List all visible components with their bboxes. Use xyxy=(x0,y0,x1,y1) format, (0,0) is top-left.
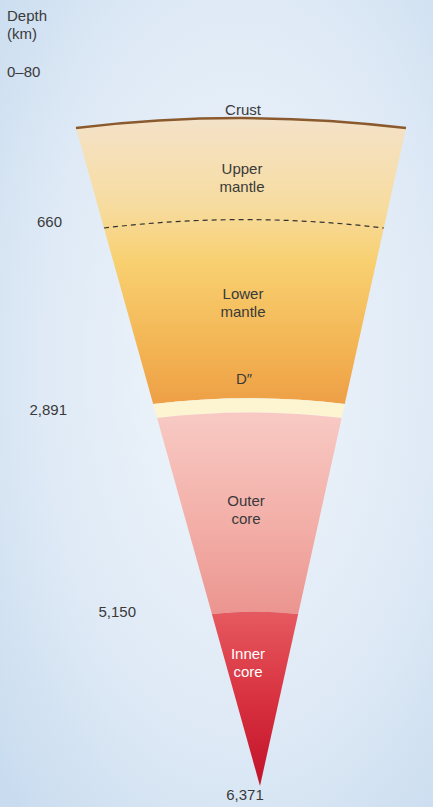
d-double-prime-band-label: D″ xyxy=(231,368,258,390)
depth-value: 2,891 xyxy=(29,401,67,419)
outer-core-band: Outer core xyxy=(222,490,270,530)
layer-name: Outer core xyxy=(227,492,265,528)
depth-value: 0–80 xyxy=(7,63,40,81)
outer-core-region xyxy=(157,412,342,614)
depth-value: 6,371 xyxy=(226,786,264,804)
lower-mantle-band: Lower mantle xyxy=(215,283,271,323)
crust-label-band: Crust xyxy=(220,99,266,121)
axis-title: Depth (km) xyxy=(7,7,47,43)
crust-line xyxy=(76,118,406,128)
transition-zone-line xyxy=(104,220,384,228)
layer-name: Upper mantle xyxy=(219,160,264,196)
inner-core-region xyxy=(212,611,298,786)
inner-core-band: Inner core xyxy=(226,643,271,683)
layer-name: Crust xyxy=(225,101,261,119)
depth-value: 5,150 xyxy=(98,603,136,621)
layer-name: Inner core xyxy=(231,645,265,681)
layer-name: D″ xyxy=(236,370,252,388)
layer-name: Lower mantle xyxy=(220,285,265,321)
upper-mantle-band: Upper mantle xyxy=(214,158,270,198)
depth-value: 660 xyxy=(37,213,62,231)
mantle-region xyxy=(76,118,406,404)
